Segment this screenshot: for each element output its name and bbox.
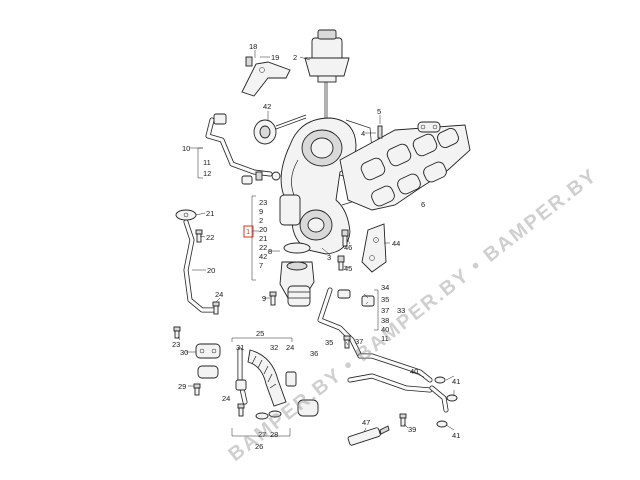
callout-1[interactable]: 1: [246, 227, 250, 236]
callout-2-lower[interactable]: 2: [259, 216, 263, 225]
vacuum-unit-42[interactable]: [253, 114, 307, 145]
callout-21[interactable]: 21: [259, 234, 267, 243]
callout-23[interactable]: 23: [259, 198, 267, 207]
bolt-23[interactable]: [173, 326, 181, 339]
leader-lines: [177, 50, 455, 433]
callout-9[interactable]: 9: [259, 207, 263, 216]
vacuum-actuator-2[interactable]: [304, 29, 350, 118]
callout-41-lower[interactable]: 41: [452, 431, 460, 440]
group-bracket-33: [374, 289, 379, 331]
flange-30[interactable]: [195, 343, 221, 379]
bolt-22[interactable]: [195, 229, 203, 243]
callout-12[interactable]: 12: [203, 169, 211, 178]
group-bracket-26: [231, 428, 291, 437]
callout-24-upper[interactable]: 24: [215, 290, 223, 299]
callout-5[interactable]: 5: [377, 107, 381, 116]
callout-42[interactable]: 42: [263, 102, 271, 111]
seal-ring-40[interactable]: [434, 376, 458, 402]
callout-7[interactable]: 7: [259, 261, 263, 270]
callout-24-lower[interactable]: 24: [222, 394, 230, 403]
callout-3[interactable]: 3: [327, 253, 331, 262]
support-bracket-44[interactable]: [361, 223, 387, 273]
bolt-29[interactable]: [193, 383, 201, 396]
callout-34[interactable]: 34: [381, 283, 389, 292]
seal-ring-27[interactable]: [255, 412, 269, 420]
bolt-9[interactable]: [269, 291, 277, 306]
bolt-45[interactable]: [337, 255, 345, 271]
callout-4[interactable]: 4: [361, 129, 365, 138]
turbocharger-housing[interactable]: [279, 117, 373, 255]
callout-40-right[interactable]: 40: [410, 367, 418, 376]
coolant-hose-38[interactable]: [347, 373, 449, 413]
gasket-5[interactable]: [417, 121, 441, 133]
callout-28[interactable]: 28: [270, 430, 278, 439]
bolt-39[interactable]: [399, 413, 407, 427]
callout-26[interactable]: 26: [255, 442, 263, 451]
callout-21-left[interactable]: 21: [206, 209, 214, 218]
banjo-bolt-11[interactable]: [241, 171, 263, 185]
callout-45[interactable]: 45: [344, 264, 352, 273]
callout-41-upper[interactable]: 41: [452, 377, 460, 386]
callout-40[interactable]: 40: [381, 325, 389, 334]
mounting-bracket-19[interactable]: [241, 56, 291, 97]
callout-labels: 18 19 2 42 5 4 10 11 12 6 23 9 2 20 21 2…: [172, 42, 460, 451]
callout-19[interactable]: 19: [271, 53, 279, 62]
callout-25[interactable]: 25: [256, 329, 264, 338]
callout-23-lower[interactable]: 23: [172, 340, 180, 349]
oil-return-line-20[interactable]: [175, 209, 217, 313]
callout-22[interactable]: 22: [259, 243, 267, 252]
callout-9-lower[interactable]: 9: [262, 294, 266, 303]
callout-47[interactable]: 47: [362, 418, 370, 427]
callout-46[interactable]: 46: [344, 243, 352, 252]
outlet-elbow-7[interactable]: [279, 242, 315, 307]
callout-18[interactable]: 18: [249, 42, 257, 51]
callout-44[interactable]: 44: [392, 239, 400, 248]
callout-27[interactable]: 27: [258, 430, 266, 439]
callout-35[interactable]: 35: [381, 295, 389, 304]
coolant-hose-31[interactable]: [235, 347, 248, 405]
callout-39[interactable]: 39: [408, 425, 416, 434]
stud-4[interactable]: [377, 125, 383, 139]
callout-2[interactable]: 2: [293, 53, 297, 62]
callout-42-lower[interactable]: 42: [259, 252, 267, 261]
callout-6[interactable]: 6: [421, 200, 425, 209]
callout-37[interactable]: 37: [381, 306, 389, 315]
callout-35-lower[interactable]: 35: [325, 338, 333, 347]
callout-30[interactable]: 30: [180, 348, 188, 357]
coolant-pipe-33[interactable]: [317, 287, 433, 383]
group-bracket-25: [231, 337, 293, 342]
group-bracket-main: [251, 195, 256, 281]
bolt-24-lower[interactable]: [237, 403, 245, 417]
highlight-box-part-1: [243, 225, 254, 238]
callout-37-lower[interactable]: 37: [355, 337, 363, 346]
callout-22-left[interactable]: 22: [206, 233, 214, 242]
callout-8[interactable]: 8: [268, 247, 272, 256]
callout-36[interactable]: 36: [310, 349, 318, 358]
bolt-24-upper[interactable]: [212, 301, 220, 315]
bolt-46[interactable]: [341, 229, 349, 247]
callout-29[interactable]: 29: [178, 382, 186, 391]
callout-33[interactable]: 33: [397, 306, 405, 315]
callout-20[interactable]: 20: [259, 225, 267, 234]
callout-31[interactable]: 31: [236, 343, 244, 352]
seal-ring-28[interactable]: [268, 410, 282, 418]
coolant-hose-32[interactable]: [247, 349, 287, 407]
callout-11-lower[interactable]: 11: [381, 334, 389, 343]
pipe-section-24[interactable]: [285, 371, 319, 417]
callout-38[interactable]: 38: [381, 316, 389, 325]
callout-24-group[interactable]: 24: [286, 343, 294, 352]
callout-20-left[interactable]: 20: [207, 266, 215, 275]
callout-10[interactable]: 10: [182, 144, 190, 153]
bolt-36-37[interactable]: [343, 335, 351, 349]
callout-32[interactable]: 32: [270, 343, 278, 352]
exhaust-manifold-6[interactable]: [339, 124, 471, 211]
callout-11[interactable]: 11: [203, 158, 211, 167]
seal-ring-41[interactable]: [436, 420, 448, 428]
sealant-tube-47[interactable]: [347, 425, 390, 446]
